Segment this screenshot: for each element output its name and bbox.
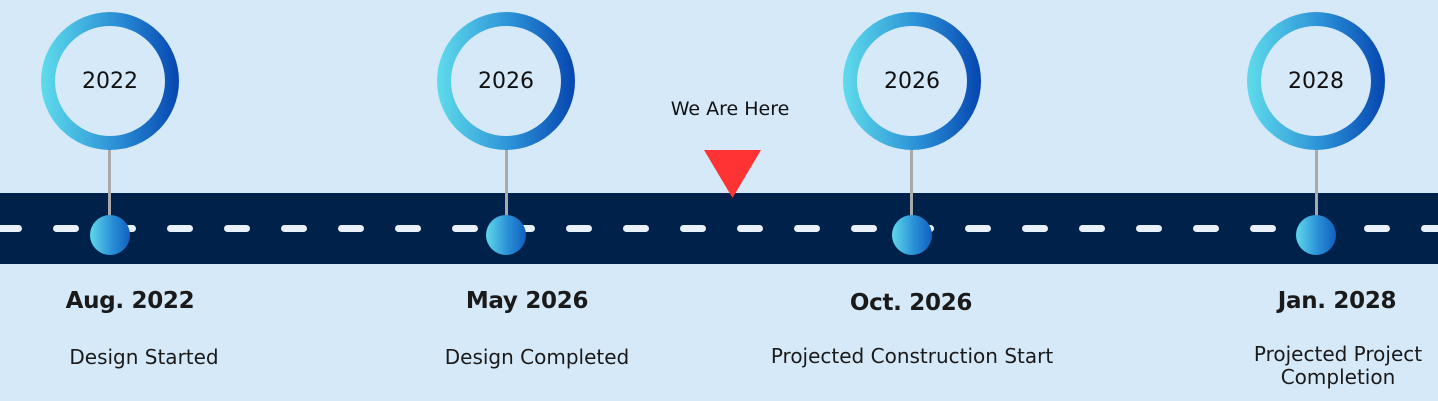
road-dash <box>1193 225 1219 232</box>
milestone-description: Design Started <box>69 345 219 369</box>
road-dash <box>1421 225 1438 232</box>
road-dash <box>338 225 364 232</box>
road-dashes <box>0 225 1438 232</box>
milestone-date: Aug. 2022 <box>65 288 195 314</box>
road-dash <box>395 225 421 232</box>
milestone-year-ring: 2026 <box>437 12 575 150</box>
milestone-dot <box>1296 215 1336 255</box>
road-dash <box>53 225 79 232</box>
milestone-description: Design Completed <box>444 345 630 369</box>
road-dash <box>167 225 193 232</box>
milestone-stem <box>1315 148 1318 224</box>
milestone-stem <box>108 148 111 224</box>
milestone-stem <box>505 148 508 224</box>
milestone-year-ring: 2022 <box>41 12 179 150</box>
milestone-year-ring: 2026 <box>843 12 981 150</box>
milestone-stem <box>910 148 913 224</box>
milestone-year: 2026 <box>857 26 967 136</box>
road-dash <box>1250 225 1276 232</box>
road-dash <box>737 225 763 232</box>
road-dash <box>1364 225 1390 232</box>
road-dash <box>224 225 250 232</box>
milestone-year: 2026 <box>451 26 561 136</box>
milestone-year: 2028 <box>1261 26 1371 136</box>
timeline-road <box>0 193 1438 264</box>
current-position-label: We Are Here <box>670 98 790 120</box>
milestone-date: Jan. 2028 <box>1277 288 1397 314</box>
milestone-date: May 2026 <box>465 288 589 314</box>
milestone-dot <box>486 215 526 255</box>
milestone-dot <box>892 215 932 255</box>
milestone-description: Projected Project Completion <box>1253 342 1423 389</box>
road-dash <box>566 225 592 232</box>
current-position-marker <box>704 150 761 198</box>
road-dash <box>680 225 706 232</box>
milestone-dot <box>90 215 130 255</box>
road-dash <box>281 225 307 232</box>
milestone-description: Projected Construction Start <box>770 344 1054 368</box>
road-dash <box>1022 225 1048 232</box>
road-dash <box>1136 225 1162 232</box>
road-dash <box>623 225 649 232</box>
milestone-date: Oct. 2026 <box>849 290 973 316</box>
road-dash <box>851 225 877 232</box>
road-dash <box>794 225 820 232</box>
road-dash <box>452 225 478 232</box>
road-dash <box>1079 225 1105 232</box>
road-dash <box>965 225 991 232</box>
road-dash <box>0 225 22 232</box>
milestone-year-ring: 2028 <box>1247 12 1385 150</box>
milestone-year: 2022 <box>55 26 165 136</box>
